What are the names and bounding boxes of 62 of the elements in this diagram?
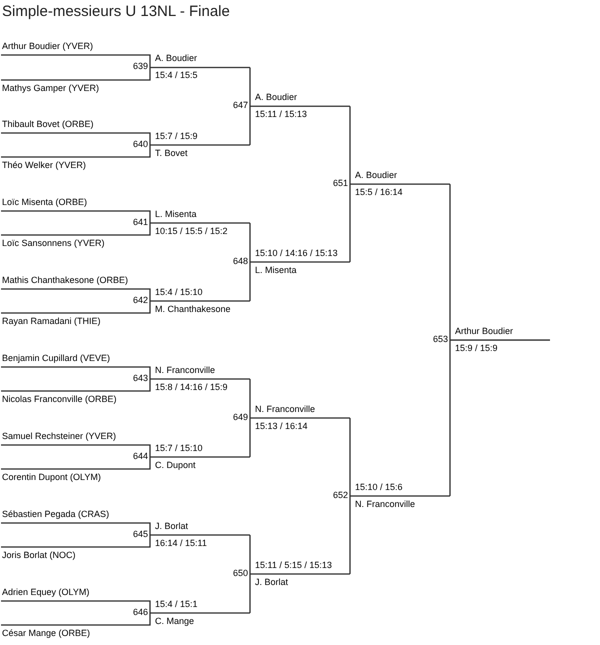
score: 15:4 / 15:10 xyxy=(155,287,203,298)
title: Simple-messieurs U 13NL - Finale xyxy=(2,3,230,21)
score: 16:14 / 15:11 xyxy=(155,538,207,549)
score: 15:5 / 16:14 xyxy=(355,187,403,198)
player-name: Arthur Boudier (YVER) xyxy=(2,41,94,52)
player-name: César Mange (ORBE) xyxy=(2,628,90,639)
match-number: 649 xyxy=(232,412,248,423)
match-number: 642 xyxy=(132,295,148,306)
player-name: Samuel Rechsteiner (YVER) xyxy=(2,431,116,442)
match-number: 639 xyxy=(132,61,148,72)
player-name: Rayan Ramadani (THIE) xyxy=(2,316,101,327)
player-name: Loïc Misenta (ORBE) xyxy=(2,197,88,208)
winner-name: J. Borlat xyxy=(155,521,188,532)
match-number: 650 xyxy=(232,568,248,579)
score: 15:4 / 15:5 xyxy=(155,70,198,81)
player-name: Sébastien Pegada (CRAS) xyxy=(2,509,110,520)
player-name: Théo Welker (YVER) xyxy=(2,160,86,171)
match-number: 647 xyxy=(232,100,248,111)
winner-name: N. Franconville xyxy=(255,404,316,415)
score: 15:10 / 14:16 / 15:13 xyxy=(255,248,338,259)
match-number: 645 xyxy=(132,529,148,540)
score: 15:11 / 5:15 / 15:13 xyxy=(255,560,332,571)
score: 15:11 / 15:13 xyxy=(255,109,307,120)
winner-name: C. Mange xyxy=(155,616,194,627)
winner-name: A. Boudier xyxy=(255,92,298,103)
score: 15:8 / 14:16 / 15:9 xyxy=(155,382,228,393)
match-number: 643 xyxy=(132,373,148,384)
winner-name: A. Boudier xyxy=(155,53,198,64)
player-name: Mathis Chanthakesone (ORBE) xyxy=(2,275,128,286)
winner-name: C. Dupont xyxy=(155,460,196,471)
score: 15:13 / 16:14 xyxy=(255,421,308,432)
match-number: 652 xyxy=(332,490,348,501)
match-number: 651 xyxy=(332,178,348,189)
match-number: 648 xyxy=(232,256,248,267)
player-name: Loïc Sansonnens (YVER) xyxy=(2,238,105,249)
score: 15:7 / 15:9 xyxy=(155,131,198,142)
player-name: Benjamin Cupillard (VEVE) xyxy=(2,353,110,364)
winner-name: T. Bovet xyxy=(155,148,188,159)
winner-name: Arthur Boudier xyxy=(455,326,514,337)
winner-name: N. Franconville xyxy=(355,499,416,510)
score: 15:7 / 15:10 xyxy=(155,443,203,454)
score: 10:15 / 15:5 / 15:2 xyxy=(155,226,228,237)
winner-name: A. Boudier xyxy=(355,170,398,181)
player-name: Mathys Gamper (YVER) xyxy=(2,83,100,94)
score: 15:9 / 15:9 xyxy=(455,343,498,354)
player-name: Thibault Bovet (ORBE) xyxy=(2,119,94,130)
match-number: 640 xyxy=(132,139,148,150)
winner-name: L. Misenta xyxy=(255,265,297,276)
score: 15:10 / 15:6 xyxy=(355,482,403,493)
score: 15:4 / 15:1 xyxy=(155,599,198,610)
winner-name: J. Borlat xyxy=(255,577,288,588)
match-number: 641 xyxy=(132,217,148,228)
player-name: Nicolas Franconville (ORBE) xyxy=(2,394,117,405)
match-number: 646 xyxy=(132,607,148,618)
match-number: 653 xyxy=(432,334,448,345)
player-name: Corentin Dupont (OLYM) xyxy=(2,472,101,483)
player-name: Adrien Equey (OLYM) xyxy=(2,587,90,598)
player-name: Joris Borlat (NOC) xyxy=(2,550,76,561)
match-number: 644 xyxy=(132,451,148,462)
winner-name: L. Misenta xyxy=(155,209,197,220)
winner-name: N. Franconville xyxy=(155,365,216,376)
winner-name: M. Chanthakesone xyxy=(155,304,231,315)
